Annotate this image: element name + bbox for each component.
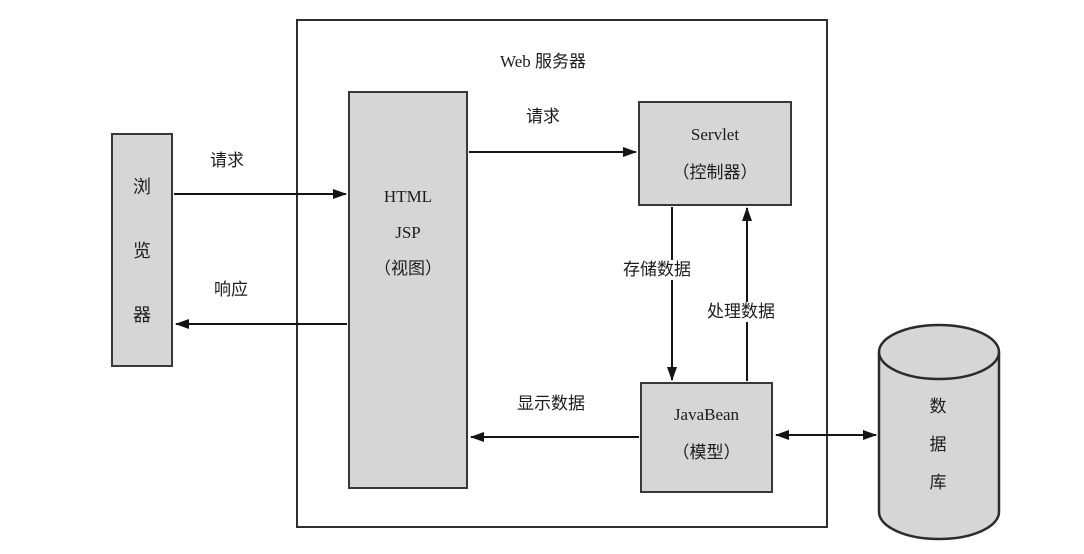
database-cylinder-icon (877, 323, 1001, 541)
web-server-boundary (296, 19, 828, 528)
view-node: HTML JSP （视图） (348, 91, 468, 489)
label-response: 响应 (211, 280, 251, 300)
label-process-data: 处理数据 (704, 302, 778, 322)
browser-node: 浏 览 器 (111, 133, 173, 367)
servlet-label-line: Servlet (690, 124, 740, 144)
label-store-data: 存储数据 (620, 260, 694, 280)
view-label-line: （视图） (374, 259, 442, 278)
javabean-node: JavaBean （模型） (640, 382, 773, 493)
view-label-line: JSP (395, 223, 421, 242)
label-display-data: 显示数据 (514, 394, 588, 414)
javabean-label-line: JavaBean (673, 404, 740, 424)
browser-label-char: 浏 (133, 177, 151, 197)
database-label-char: 据 (929, 435, 947, 454)
servlet-node: Servlet （控制器） (638, 101, 792, 206)
label-request-browser: 请求 (207, 151, 247, 171)
browser-label-char: 览 (133, 241, 151, 261)
database-label-char: 数 (929, 397, 947, 416)
database-node: 数 据 库 (878, 388, 998, 502)
servlet-label-line: （控制器） (672, 162, 758, 182)
database-label-char: 库 (929, 473, 947, 492)
javabean-label-line: （模型） (672, 442, 741, 462)
view-label-line: HTML (383, 187, 433, 206)
label-request-servlet: 请求 (523, 107, 563, 127)
browser-label-char: 器 (133, 305, 151, 325)
web-server-title: Web 服务器 (500, 52, 586, 71)
